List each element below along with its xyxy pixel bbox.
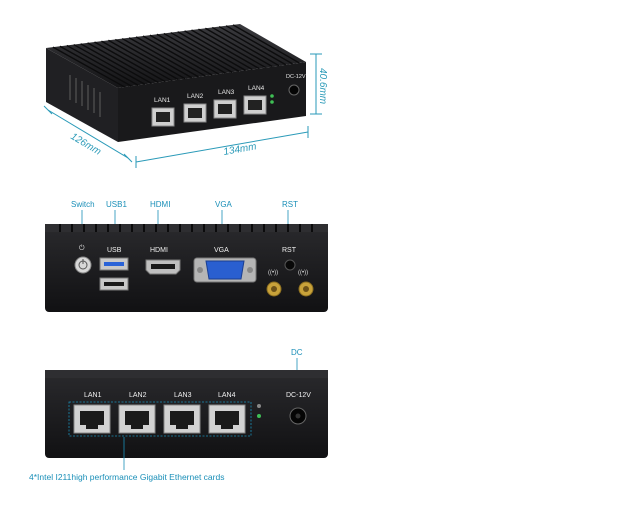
rear-lan4-label: LAN4 [218, 392, 236, 399]
heatsink-fin [163, 32, 233, 73]
heatsink-fin [121, 37, 193, 79]
panel-usb-label: USB [107, 247, 122, 254]
top-lan2-label: LAN2 [187, 93, 204, 100]
callout-usb: USB1 [106, 200, 127, 209]
panel-vga-label: VGA [214, 247, 229, 254]
heatsink-fin [87, 42, 159, 84]
heatsink-fin [94, 41, 166, 83]
power-symbol: ⏻ [79, 244, 85, 252]
rear-dc-label: DC-12V [286, 392, 311, 399]
heatsink-fin [170, 31, 240, 72]
front-top-fins [59, 224, 313, 232]
heatsink-fin [156, 33, 226, 74]
heatsink-fin [232, 24, 300, 64]
reset-button [284, 259, 296, 271]
top-lan3-label: LAN3 [218, 89, 235, 96]
top-lan1-label: LAN1 [154, 97, 171, 104]
panel-hdmi-label: HDMI [150, 247, 168, 254]
callout-rst: RST [282, 200, 298, 209]
callout-dc: DC [291, 348, 303, 357]
heatsink-fin [101, 40, 173, 82]
heatsink-fin [211, 26, 280, 67]
height-dimension: 40.6mm [317, 68, 328, 104]
heatsink-fin [225, 25, 293, 65]
rear-view: DC LAN1 LAN2 LAN3 LAN4 DC-12V 4*Intel [29, 348, 328, 482]
heatsink-fin [142, 35, 213, 76]
heatsink-fin [128, 37, 199, 78]
top-view: LAN1 LAN2 LAN3 LAN4 DC-12V [43, 24, 328, 168]
top-dc-jack [288, 84, 300, 96]
dimension-lines [43, 53, 322, 168]
heatsink-fin [66, 44, 139, 86]
heatsink-fin [205, 27, 273, 68]
vga-port [205, 260, 245, 280]
rear-lan-ports [73, 404, 246, 434]
callout-hdmi: HDMI [150, 200, 170, 209]
front-view: Switch USB1 HDMI VGA RST ⏻ [45, 200, 328, 312]
callout-switch: Switch [71, 200, 95, 209]
heatsink-fin [177, 31, 246, 71]
rear-lan3-label: LAN3 [174, 392, 192, 399]
callout-vga: VGA [215, 200, 233, 209]
heatsink-fin [80, 43, 152, 84]
status-led-2 [257, 414, 261, 418]
wifi-icon-2: ((•)) [298, 270, 308, 276]
heatsink-fin [114, 38, 186, 80]
top-dc-label: DC-12V [286, 74, 306, 80]
heatsink-fins [52, 24, 300, 88]
heatsink-fin [191, 29, 260, 70]
heatsink-fin [184, 30, 253, 71]
heatsink-fin [52, 46, 126, 88]
top-lan4-label: LAN4 [248, 85, 265, 92]
side-vents [69, 75, 101, 117]
power-button [74, 256, 92, 274]
rear-lan2-label: LAN2 [129, 392, 147, 399]
rear-lan1-label: LAN1 [84, 392, 102, 399]
width-dimension: 134mm [223, 141, 258, 158]
lan-caption: 4*Intel I211high performance Gigabit Eth… [29, 472, 224, 482]
heatsink-fin [135, 36, 206, 77]
depth-dimension: 126mm [68, 131, 102, 158]
heatsink-fin [108, 39, 179, 81]
wifi-icon-1: ((•)) [268, 270, 278, 276]
heatsink-fin [149, 34, 220, 75]
top-lan-ports: LAN1 LAN2 LAN3 LAN4 DC-12V [151, 74, 306, 127]
heatsink-fin [218, 25, 287, 66]
panel-rst-label: RST [282, 247, 297, 254]
lan-group-outline [68, 401, 252, 437]
heatsink-fin [198, 28, 267, 69]
heatsink-fin [73, 43, 146, 85]
heatsink-fin [59, 45, 132, 87]
status-led-1 [257, 404, 261, 408]
case-top-face [46, 24, 306, 88]
